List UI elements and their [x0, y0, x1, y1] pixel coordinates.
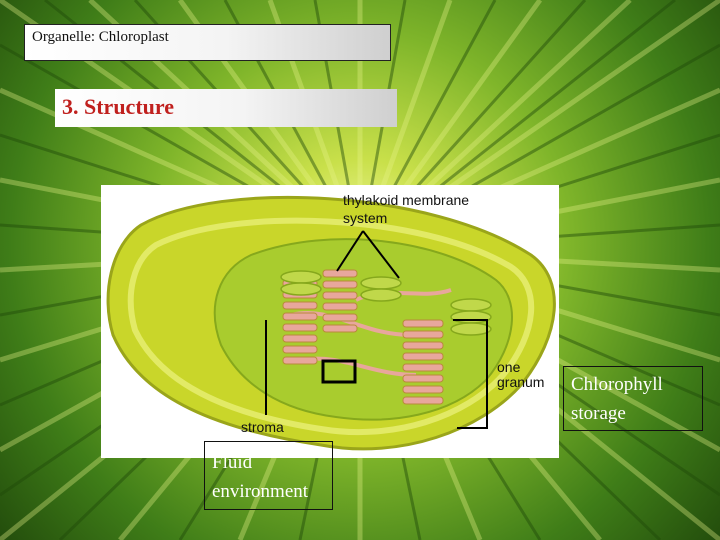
- fluid-callout-line1: Fluid: [212, 452, 253, 473]
- chloroplast-diagram: thylakoid membrane system one granum str…: [101, 185, 559, 458]
- section-title: 3. Structure: [62, 94, 175, 119]
- chlorophyll-callout-line2: storage: [571, 403, 626, 424]
- stroma-label: stroma: [241, 419, 284, 435]
- chlorophyll-callout: Chlorophyll storage: [563, 366, 703, 431]
- thylakoid-pointer: [336, 230, 364, 272]
- thylakoid-label-line2: system: [343, 210, 387, 226]
- thylakoid-pointer: [362, 230, 400, 279]
- organelle-title: Organelle: Chloroplast: [32, 29, 169, 45]
- granum-bracket: [453, 319, 488, 429]
- fluid-callout: Fluid environment: [204, 441, 333, 510]
- thylakoid-label-line1: thylakoid membrane: [343, 192, 469, 208]
- granum-stack-right: [402, 319, 444, 405]
- fluid-callout-line2: environment: [212, 481, 309, 502]
- granum-label-line2: granum: [497, 374, 544, 390]
- inner-membrane: [127, 217, 535, 436]
- section-banner: 3. Structure: [55, 89, 397, 127]
- organelle-banner: Organelle: Chloroplast: [24, 24, 391, 61]
- granum-stack-middle: [322, 269, 358, 333]
- chlorophyll-callout-line1: Chlorophyll: [571, 374, 663, 395]
- highlight-box: [321, 359, 357, 384]
- granum-label-line1: one: [497, 359, 521, 375]
